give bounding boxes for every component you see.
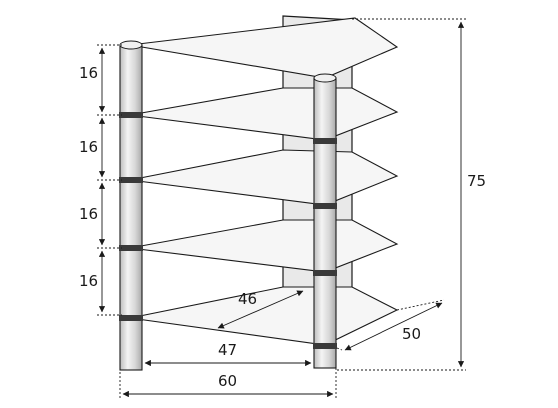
shelves — [129, 17, 399, 346]
left-dimension — [97, 44, 122, 316]
depth-dimensions — [217, 290, 445, 351]
depth-label: 50 — [402, 325, 421, 343]
gap-label-4: 16 — [79, 272, 98, 290]
height-label: 75 — [467, 172, 486, 190]
front-left-pole — [119, 40, 143, 371]
inner-depth-label: 46 — [238, 290, 257, 308]
gap-label-1: 16 — [79, 64, 98, 82]
front-right-pole — [313, 73, 337, 369]
height-dimension — [337, 18, 466, 371]
gap-label-2: 16 — [79, 138, 98, 156]
inner-width-label: 47 — [218, 341, 237, 359]
width-label: 60 — [218, 372, 237, 390]
width-dimensions — [119, 340, 337, 398]
dimension-labels: 16 16 16 16 75 46 50 47 60 — [79, 64, 486, 390]
gap-label-3: 16 — [79, 205, 98, 223]
